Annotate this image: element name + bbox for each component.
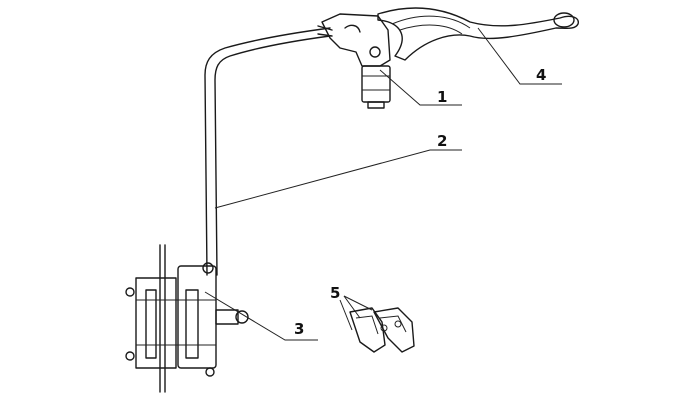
- leader-lines: [204, 27, 562, 341]
- callout-2: 2: [437, 132, 447, 150]
- brake-caliper: [125, 244, 249, 393]
- callout-4: 4: [536, 66, 546, 84]
- callout-3: 3: [294, 320, 304, 338]
- brake-hose: [204, 27, 331, 276]
- callout-5: 5: [330, 284, 340, 302]
- master-cylinder: [317, 13, 391, 109]
- callout-1: 1: [437, 88, 447, 106]
- brake-pads: [349, 307, 415, 353]
- brake-lever: [377, 7, 579, 61]
